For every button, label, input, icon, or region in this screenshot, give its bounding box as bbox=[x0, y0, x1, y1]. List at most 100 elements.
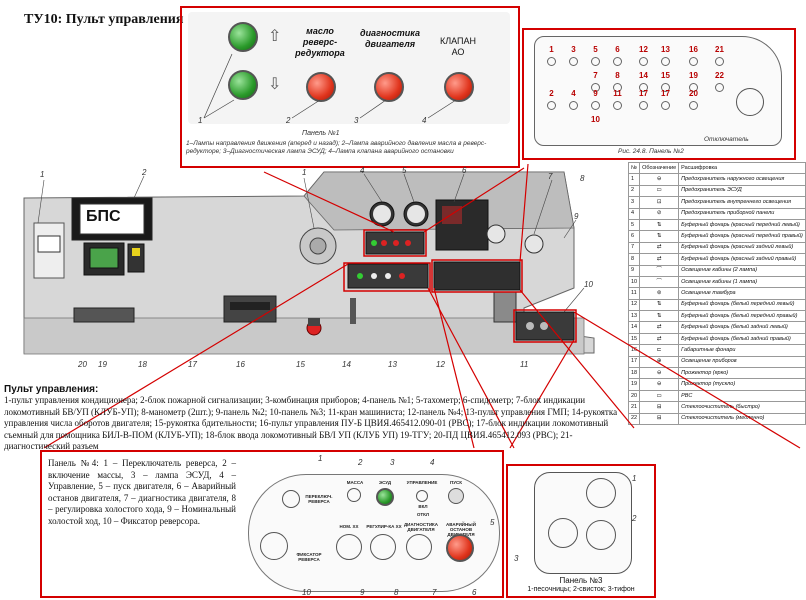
legend-cell-symbol: ⊕ bbox=[639, 355, 680, 369]
label-diag: ДИАГНОСТИКА ДВИГАТЕЛЯ bbox=[403, 522, 439, 532]
legend-cell-desc: Стеклоочиститель (быстро) bbox=[678, 401, 806, 414]
idle-regulation-button[interactable] bbox=[370, 534, 396, 560]
callout-console-bottom: 11 bbox=[520, 360, 529, 369]
fuse-slot[interactable] bbox=[689, 57, 698, 66]
fuse-slot[interactable] bbox=[715, 83, 724, 92]
callout-p1-3: 3 bbox=[354, 116, 359, 125]
legend-cell-symbol: ⇄ bbox=[639, 253, 680, 266]
fuse-slot[interactable] bbox=[613, 57, 622, 66]
legend-row: 18⊖Прожектор (ярко) bbox=[627, 367, 806, 380]
fuse-slot[interactable] bbox=[689, 83, 698, 92]
legend-cell-no: 6 bbox=[627, 230, 641, 243]
lamp-backward bbox=[228, 70, 258, 100]
fuse-number-extra: 10 bbox=[591, 115, 600, 124]
lamp-esud bbox=[374, 72, 404, 102]
legend-cell-no: 17 bbox=[627, 355, 641, 369]
label-start: ПУСК bbox=[449, 480, 463, 485]
fuse-slot[interactable] bbox=[547, 101, 556, 110]
fuse-number-low: 4 bbox=[571, 89, 576, 98]
legend-cell-desc: Буферный фонарь (белый передний левый) bbox=[678, 298, 806, 312]
callout-console-3: 1 bbox=[302, 168, 307, 177]
legend-cell-symbol: ⊡ bbox=[639, 196, 680, 209]
fuse-slot[interactable] bbox=[547, 57, 556, 66]
mass-switch[interactable] bbox=[347, 488, 361, 502]
reverse-switch-knob[interactable] bbox=[282, 490, 300, 508]
fuse-slot[interactable] bbox=[569, 57, 578, 66]
fuse-slot[interactable] bbox=[715, 57, 724, 66]
legend-cell-desc: Буферный фонарь (белый задний правый) bbox=[678, 332, 806, 346]
legend-cell-no: 10 bbox=[627, 275, 641, 289]
fuse-slot[interactable] bbox=[613, 101, 622, 110]
callout-p1-4: 4 bbox=[422, 116, 427, 125]
reverse-lock-knob[interactable] bbox=[260, 532, 288, 560]
start-button[interactable] bbox=[448, 488, 464, 504]
legend-cell-desc: Габаритные фонари bbox=[678, 344, 806, 357]
callout-console-bottom: 12 bbox=[436, 360, 445, 369]
legend-cell-desc: Буферный фонарь (красный задний правый) bbox=[678, 253, 806, 266]
callout-console-8: 8 bbox=[580, 174, 585, 183]
callout-p3-1: 1 bbox=[632, 474, 637, 483]
lamp-oil-pressure bbox=[306, 72, 336, 102]
fuse-number-mid: 19 bbox=[689, 71, 698, 80]
fuse-slot[interactable] bbox=[689, 101, 698, 110]
label-vkl: ВКЛ bbox=[418, 504, 428, 509]
fuse-number-low: 17 bbox=[639, 89, 648, 98]
fuse-slot[interactable] bbox=[661, 83, 670, 92]
label-reverse-switch: ПЕРЕКЛЮЧ. РЕВЕРСА bbox=[305, 494, 333, 504]
callout-p4: 4 bbox=[430, 458, 435, 467]
legend-cell-no: 13 bbox=[627, 310, 641, 323]
legend-cell-symbol: ⊖ bbox=[639, 173, 680, 186]
legend-cell-no: 5 bbox=[627, 218, 641, 232]
emergency-stop-button[interactable] bbox=[446, 534, 474, 562]
legend-cell-symbol: ⇄ bbox=[639, 321, 680, 334]
fuse-slot[interactable] bbox=[639, 57, 648, 66]
fuse-number-top: 21 bbox=[715, 45, 724, 54]
fuse-slot[interactable] bbox=[639, 83, 648, 92]
callout-p4: 5 bbox=[490, 518, 495, 527]
fuse-slot[interactable] bbox=[661, 101, 670, 110]
legend-cell-symbol: ⇄ bbox=[639, 241, 680, 255]
legend-row: 22⊟Стеклоочиститель (медленно) bbox=[627, 412, 806, 426]
legend-cell-desc: Буферный фонарь (белый передний правый) bbox=[678, 310, 806, 323]
control-switch[interactable] bbox=[416, 490, 428, 502]
fuse-slot[interactable] bbox=[569, 101, 578, 110]
callout-p4: 6 bbox=[472, 588, 477, 597]
fuse-number-mid: 22 bbox=[715, 71, 724, 80]
nominal-idle-button[interactable] bbox=[336, 534, 362, 560]
legend-cell-no: 1 bbox=[627, 173, 641, 186]
fuse-number-mid: 15 bbox=[661, 71, 670, 80]
callout-console-bottom: 20 bbox=[78, 360, 87, 369]
legend-cell-desc: Буферный фонарь (красный передний правый… bbox=[678, 230, 806, 243]
callout-p4: 9 bbox=[360, 588, 365, 597]
legend-cell-no: 18 bbox=[627, 367, 641, 380]
diagnostics-button[interactable] bbox=[406, 534, 432, 560]
description-block: Пульт управления: 1-пульт управления кон… bbox=[4, 384, 630, 453]
callout-p4: 1 bbox=[318, 454, 323, 463]
panel-2-switch-knob[interactable] bbox=[736, 88, 764, 116]
fuse-slot[interactable] bbox=[591, 83, 600, 92]
panel-1-caption-title: Панель №1 bbox=[302, 130, 340, 137]
bps-label: БПС bbox=[86, 208, 121, 225]
description-text: 1-пульт управления кондиционера; 2-блок … bbox=[4, 395, 618, 451]
arrow-up-icon: ⇧ bbox=[268, 28, 282, 45]
callout-console-bottom: 14 bbox=[342, 360, 351, 369]
fuse-slot[interactable] bbox=[591, 101, 600, 110]
sandbox-button[interactable] bbox=[586, 478, 616, 508]
callout-p3-3: 3 bbox=[514, 554, 519, 563]
fuse-slot[interactable] bbox=[661, 57, 670, 66]
fuse-slot[interactable] bbox=[639, 101, 648, 110]
panel-3-plate bbox=[534, 472, 632, 574]
fuse-slot[interactable] bbox=[591, 57, 600, 66]
typhon-button[interactable] bbox=[548, 518, 578, 548]
callout-console-10: 10 bbox=[584, 280, 593, 289]
legend-cell-no: 12 bbox=[627, 298, 641, 312]
legend-row: 4⊘Предохранитель приборной панели bbox=[627, 207, 806, 220]
legend-cell-desc: РВС bbox=[678, 389, 806, 403]
fuse-number-low: 11 bbox=[613, 89, 622, 98]
fuse-slot[interactable] bbox=[613, 83, 622, 92]
console-drawing bbox=[23, 163, 801, 449]
legend-row: 5⇅Буферный фонарь (красный передний левы… bbox=[627, 218, 806, 232]
whistle-button[interactable] bbox=[586, 520, 616, 550]
callout-p4: 10 bbox=[302, 588, 311, 597]
